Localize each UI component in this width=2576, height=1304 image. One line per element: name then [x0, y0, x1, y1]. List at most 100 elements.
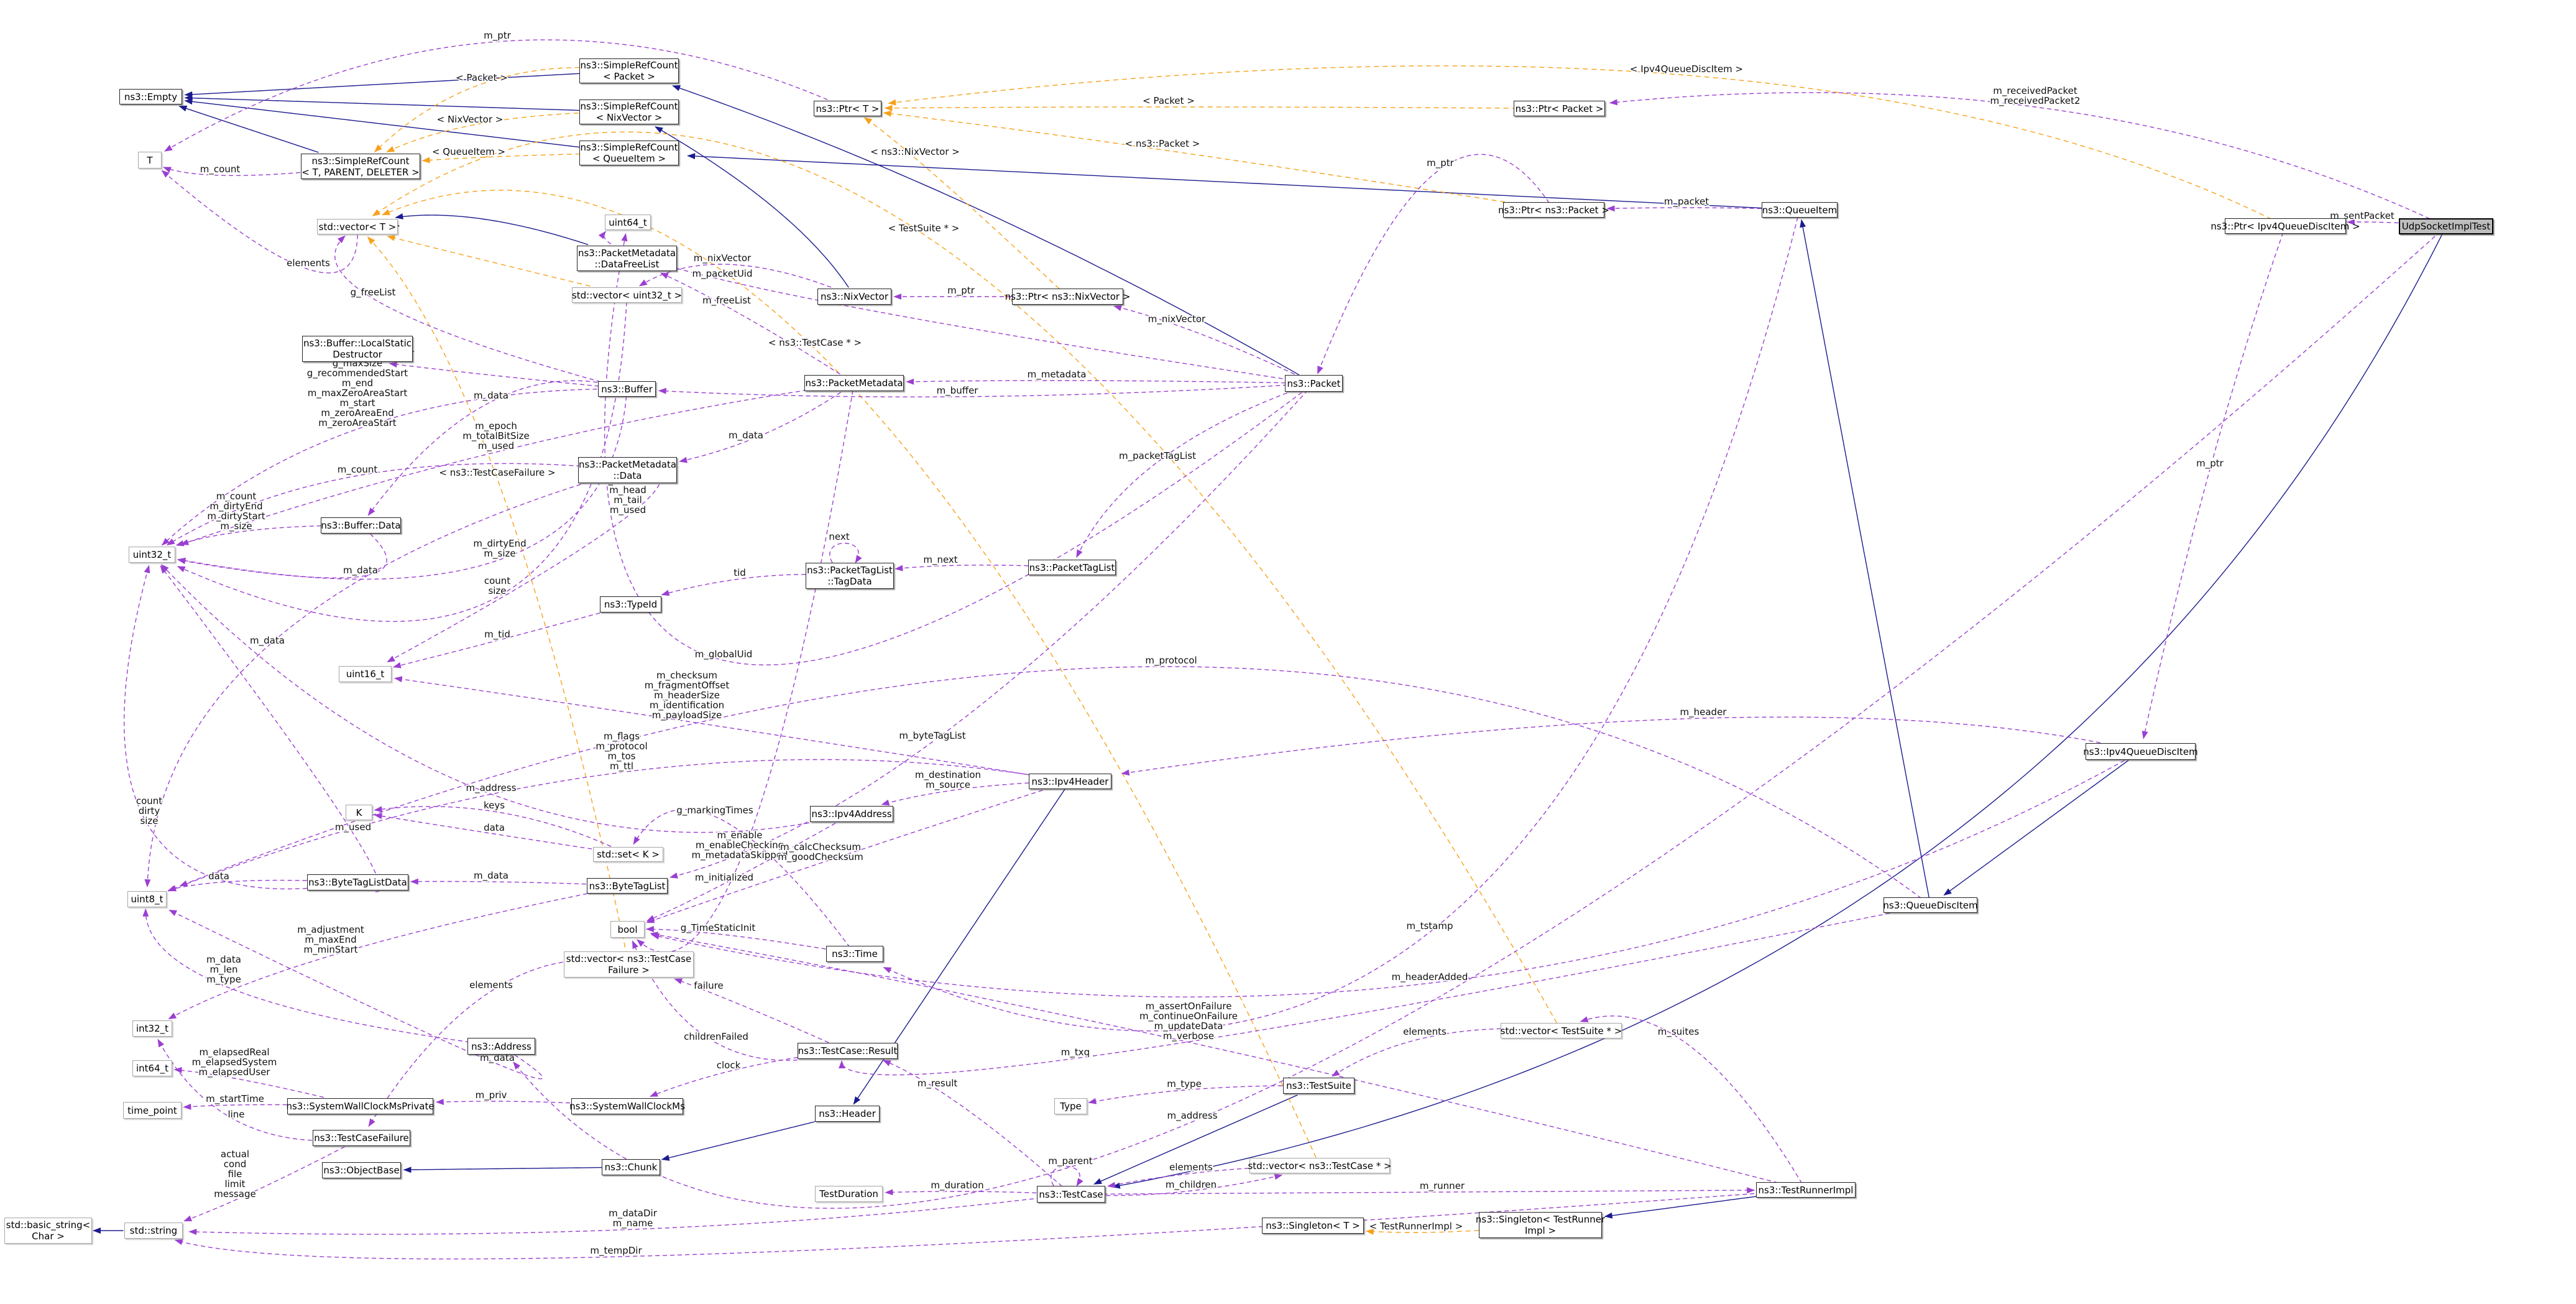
node-k[interactable]: K — [346, 805, 372, 820]
edge-label-elements: elements — [1403, 1026, 1447, 1037]
edge-label-m_header: m_header — [1680, 706, 1727, 718]
node-result[interactable]: ns3::TestCase::Result — [798, 1043, 898, 1059]
edge-ipv4header-ipv4addr — [881, 782, 1029, 806]
node-nixvector[interactable]: ns3::NixVector — [817, 289, 891, 305]
node-chunk[interactable]: ns3::Chunk — [602, 1159, 660, 1175]
node-ptr_ipv4qdi[interactable]: ns3::Ptr< Ipv4QueueDiscItem > — [2210, 218, 2360, 234]
node-vector_u32[interactable]: std::vector< uint32_t > — [572, 287, 682, 303]
edge-result-vec_tcf — [674, 978, 829, 1043]
node-src_queue[interactable]: ns3::SimpleRefCount< QueueItem > — [579, 141, 679, 165]
node-objectbase[interactable]: ns3::ObjectBase — [322, 1162, 401, 1178]
edge-label-< QueueItem >: < QueueItem > — [432, 146, 505, 157]
edge-udptest-testcase — [1111, 226, 2447, 1189]
node-label: ns3::SystemWallClockMsPrivate — [286, 1101, 435, 1112]
edge-label-m_buffer: m_buffer — [937, 385, 979, 397]
node-swcm[interactable]: ns3::SystemWallClockMs — [569, 1098, 685, 1114]
node-label: ns3::Buffer::Data — [321, 520, 401, 531]
node-udptest[interactable]: UdpSocketImplTest — [2399, 218, 2493, 234]
node-tcfailure[interactable]: ns3::TestCaseFailure — [313, 1130, 410, 1146]
node-label: ns3::Time — [832, 948, 878, 960]
edge-vec_tc-vector_t — [382, 190, 1320, 1166]
edge-label-m_startTime: m_startTime — [206, 1093, 264, 1105]
node-u32[interactable]: uint32_t — [129, 547, 175, 563]
node-packetmeta[interactable]: ns3::PacketMetadata — [804, 375, 904, 391]
node-testcase[interactable]: ns3::TestCase — [1037, 1186, 1105, 1203]
node-empty[interactable]: ns3::Empty — [119, 89, 182, 104]
node-label: ns3::Buffer — [601, 383, 653, 395]
node-vec_ts[interactable]: std::vector< TestSuite * > — [1501, 1023, 1622, 1038]
edge-testcase-stdstring — [188, 1197, 1041, 1236]
node-u8[interactable]: uint8_t — [127, 891, 167, 907]
node-byteTagList[interactable]: ns3::ByteTagList — [587, 878, 668, 894]
node-label: ns3::SimpleRefCount< NixVector > — [580, 101, 678, 123]
edge-packet-ptr_nix — [1113, 305, 1295, 375]
node-ptr_ns3packet[interactable]: ns3::Ptr< ns3::Packet > — [1498, 202, 1609, 218]
node-uint64[interactable]: uint64_t — [605, 215, 651, 230]
node-testduration[interactable]: TestDuration — [815, 1186, 883, 1202]
node-ipv4addr[interactable]: ns3::Ipv4Address — [810, 806, 893, 822]
node-header[interactable]: ns3::Header — [815, 1106, 880, 1122]
node-src_packet[interactable]: ns3::SimpleRefCount< Packet > — [579, 58, 679, 83]
node-vector_t[interactable]: std::vector< T > — [317, 219, 398, 234]
node-i32[interactable]: int32_t — [132, 1020, 172, 1037]
node-label: ns3::PacketMetadata::DataFreeList — [577, 247, 676, 270]
node-pmd_data[interactable]: ns3::PacketMetadata::Data — [578, 457, 677, 483]
node-testrunner[interactable]: ns3::TestRunnerImpl — [1756, 1182, 1856, 1198]
node-datafreelist[interactable]: ns3::PacketMetadata::DataFreeList — [577, 246, 677, 271]
node-time[interactable]: ns3::Time — [826, 946, 883, 962]
node-buffer[interactable]: ns3::Buffer — [598, 381, 656, 397]
edge-set_k-k — [374, 806, 612, 847]
edge-queuediscitem-result — [839, 911, 1898, 1076]
node-timepoint[interactable]: time_point — [123, 1102, 182, 1119]
node-btld[interactable]: ns3::ByteTagListData — [307, 874, 408, 890]
node-address[interactable]: ns3::Address — [467, 1038, 535, 1055]
node-ptr_packet[interactable]: ns3::Ptr< Packet > — [1514, 101, 1605, 116]
node-ipv4header[interactable]: ns3::Ipv4Header — [1029, 774, 1111, 789]
node-testsuite[interactable]: ns3::TestSuite — [1283, 1078, 1355, 1094]
node-src_nix[interactable]: ns3::SimpleRefCount< NixVector > — [579, 99, 679, 124]
node-bool[interactable]: bool — [610, 921, 645, 938]
edge-tagdata-typeid — [661, 574, 806, 596]
edge-label-m_parent: m_parent — [1048, 1155, 1092, 1167]
node-singleton_t[interactable]: ns3::Singleton< T > — [1262, 1218, 1364, 1234]
node-set_k[interactable]: std::set< K > — [593, 847, 663, 862]
edge-packet-src_packet — [672, 85, 1300, 376]
node-packettaglist[interactable]: ns3::PacketTagList — [1028, 560, 1116, 575]
edge-pmd_data-u16 — [387, 484, 660, 663]
edge-pmd_data-u8 — [144, 484, 581, 888]
node-type[interactable]: Type — [1054, 1098, 1087, 1114]
node-stdstring[interactable]: std::string — [124, 1223, 183, 1239]
node-t[interactable]: T — [138, 152, 162, 169]
node-i64[interactable]: int64_t — [132, 1060, 172, 1076]
node-ipv4qdi[interactable]: ns3::Ipv4QueueDiscItem — [2083, 743, 2198, 760]
edge-label-m_count: m_count — [200, 164, 241, 175]
edge-src_queue-empty — [184, 98, 582, 148]
node-vec_tc[interactable]: std::vector< ns3::TestCase * > — [1248, 1158, 1392, 1173]
node-basicstring[interactable]: std::basic_string<Char > — [4, 1218, 92, 1244]
node-swcmp[interactable]: ns3::SystemWallClockMsPrivate — [286, 1098, 435, 1114]
node-u16[interactable]: uint16_t — [339, 666, 392, 682]
node-label: std::vector< T > — [318, 221, 397, 233]
node-queuediscitem[interactable]: ns3::QueueDiscItem — [1883, 897, 1978, 913]
node-label: ns3::TypeId — [604, 599, 658, 610]
node-typeid[interactable]: ns3::TypeId — [600, 596, 661, 613]
node-buf_data[interactable]: ns3::Buffer::Data — [321, 517, 401, 534]
edge-label-m_type: m_type — [1167, 1078, 1202, 1090]
edge-label-m_tempDir: m_tempDir — [590, 1245, 642, 1257]
node-packet[interactable]: ns3::Packet — [1285, 375, 1343, 392]
node-queueitem[interactable]: ns3::QueueItem — [1762, 202, 1838, 218]
node-tagdata[interactable]: ns3::PacketTagList::TagData — [806, 563, 894, 589]
edge-vector_t-t — [161, 170, 358, 274]
node-ptr_nix[interactable]: ns3::Ptr< ns3::NixVector > — [1005, 289, 1130, 305]
node-ptr_t[interactable]: ns3::Ptr< T > — [814, 101, 881, 116]
edge-label-m_data: m_data — [250, 635, 285, 647]
node-src_tpd[interactable]: ns3::SimpleRefCount< T, PARENT, DELETER … — [301, 154, 420, 179]
